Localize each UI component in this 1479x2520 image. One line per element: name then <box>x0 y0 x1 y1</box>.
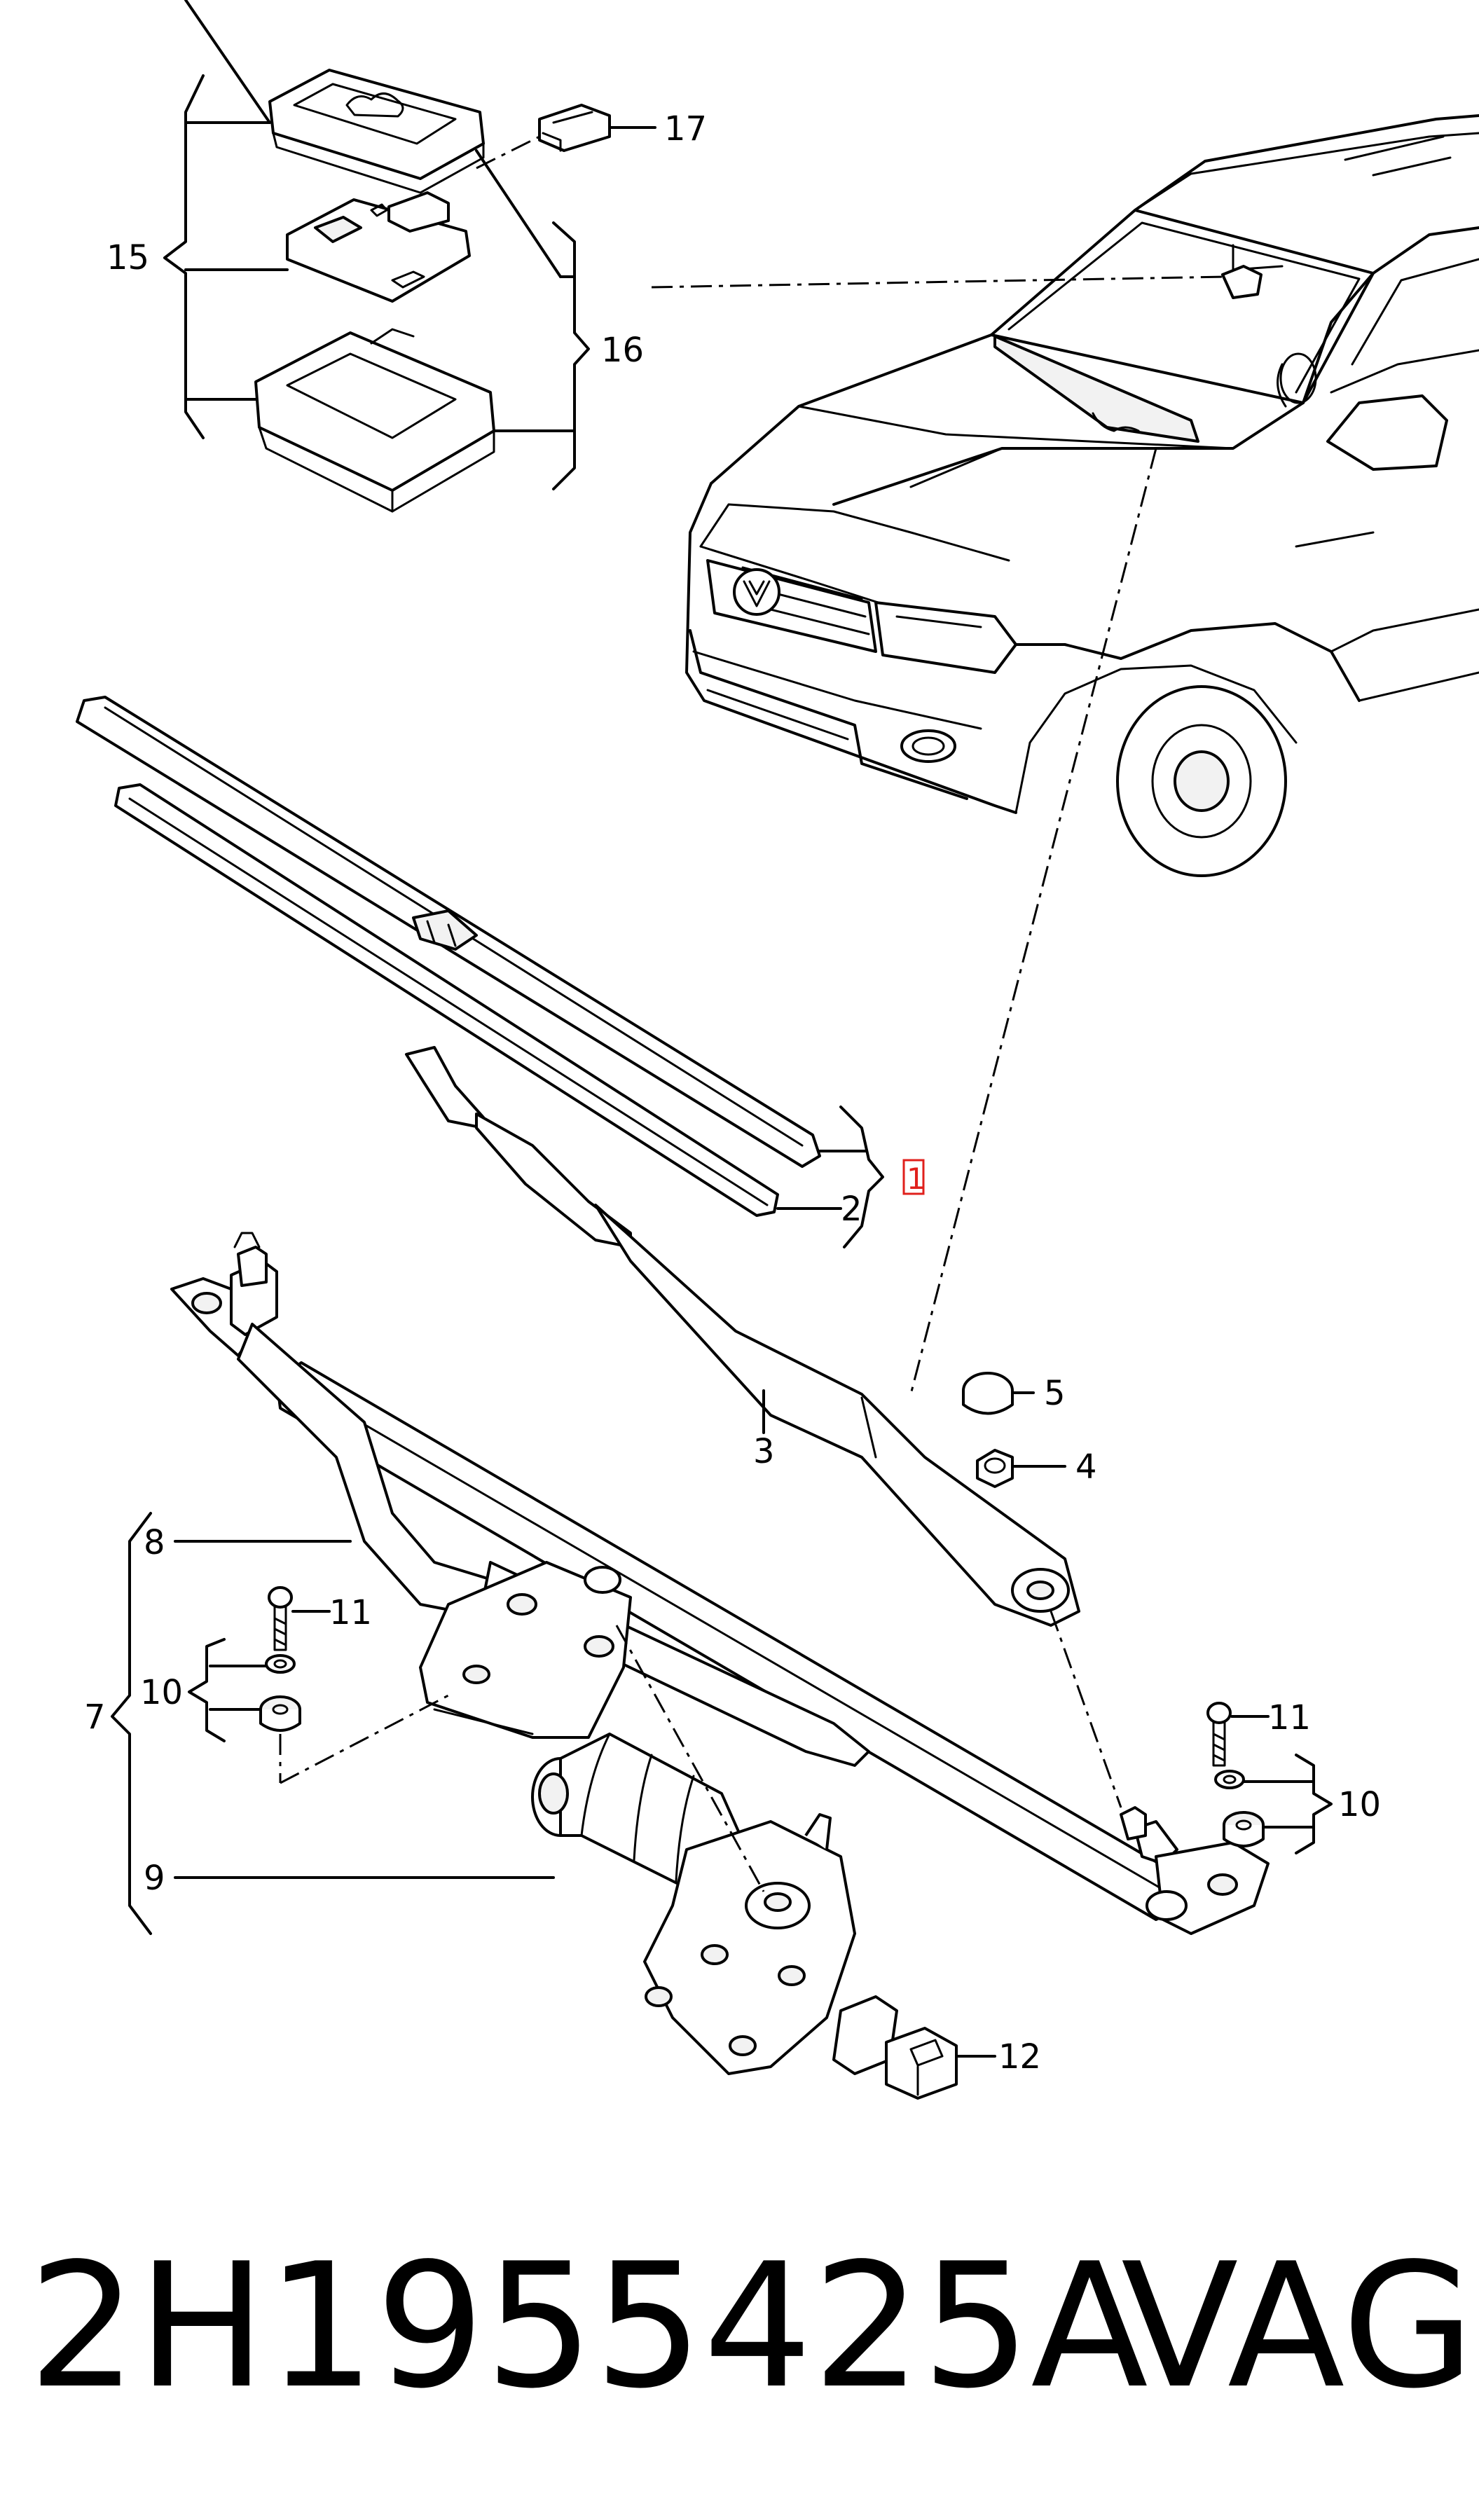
callout-1: 1 <box>907 1162 926 1196</box>
bolt-11-right <box>1206 1702 1232 1767</box>
label-10-left: 10 <box>140 1673 183 1712</box>
cap-5 <box>962 1372 1014 1415</box>
sensor-board <box>286 191 471 303</box>
label-17: 17 <box>664 109 707 149</box>
brand-label: VAG <box>1121 2226 1475 2426</box>
nut-4 <box>976 1449 1014 1488</box>
label-16: 16 <box>601 331 644 370</box>
washers-10-left <box>259 1654 301 1732</box>
label-12: 12 <box>998 2037 1041 2077</box>
bracket-7 <box>111 1512 152 1935</box>
label-2: 2 <box>841 1190 862 1229</box>
label-9: 9 <box>144 1859 165 1898</box>
label-8: 8 <box>144 1523 165 1562</box>
label-5: 5 <box>1044 1374 1066 1413</box>
bracket-16 <box>552 221 590 490</box>
wiper-arm <box>405 1046 1080 1627</box>
label-11-right: 11 <box>1268 1698 1311 1737</box>
connector-17 <box>538 104 611 152</box>
label-7: 7 <box>84 1698 106 1737</box>
wiper-rubber <box>114 783 779 1217</box>
connector-12 <box>885 2027 958 2100</box>
bracket-15 <box>163 74 205 439</box>
callout-1-box <box>902 1159 925 1195</box>
rain-sensor-group: 15 16 17 <box>106 0 707 513</box>
label-11-left: 11 <box>329 1593 372 1632</box>
wiper-linkage <box>170 1232 1270 1935</box>
wiper-motor <box>531 1733 898 2075</box>
vehicle-illustration <box>685 114 1479 877</box>
sensor-holder <box>254 328 495 513</box>
label-3: 3 <box>753 1432 775 1471</box>
bracket-1 <box>839 1106 884 1248</box>
label-10-right: 10 <box>1338 1785 1381 1824</box>
bolt-11-left <box>268 1586 293 1651</box>
label-15: 15 <box>106 238 149 277</box>
wiper-blade <box>76 696 821 1168</box>
sensor-cover <box>268 69 485 194</box>
washers-10-right <box>1214 1770 1265 1847</box>
label-4: 4 <box>1075 1447 1097 1487</box>
part-number: 2H1955425A <box>28 2226 1148 2426</box>
